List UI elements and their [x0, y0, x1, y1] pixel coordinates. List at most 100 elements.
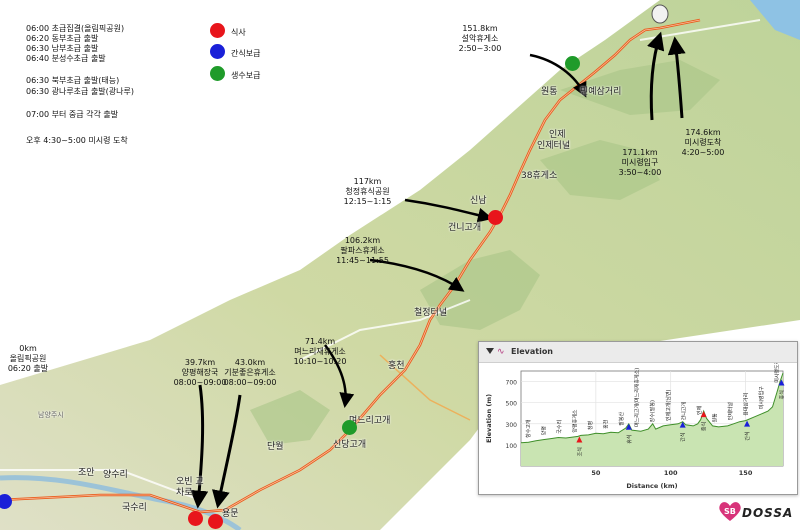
meal-stop-gibun[interactable]: [208, 514, 223, 529]
legend-snack-label: 간식보급: [231, 49, 261, 58]
dossa-logo: SB DOSSA: [718, 497, 798, 527]
stop-marker-label: 조식: [576, 447, 583, 456]
meal-stop-cheongjeong[interactable]: [488, 210, 503, 225]
town-label: 38휴게소: [521, 171, 558, 181]
y-tick-label: 500: [506, 401, 518, 408]
town-label: 신남: [470, 196, 487, 206]
destination-marker: [651, 4, 669, 24]
schedule-line: 06:30 광나루초급 출발(광나루): [26, 87, 134, 96]
ridge-patch: [250, 390, 330, 445]
water-stop-myeoneuri[interactable]: [342, 420, 357, 435]
arrow-yangpyeong: [190, 384, 209, 509]
ridge-patch: [420, 250, 540, 330]
route-outline: [0, 19, 701, 513]
arrow-misiryeong-entrance: [647, 31, 665, 121]
stop-marker-label: 휴식: [779, 390, 786, 399]
town-label: 며느리고개: [349, 416, 391, 426]
route-annotation: 미시령입구: [758, 386, 765, 409]
y-tick-label: 100: [506, 443, 518, 450]
elevation-area: [521, 373, 783, 466]
arrow-gibun: [211, 394, 242, 509]
sea: [750, 0, 800, 40]
stop-marker-label: 휴식: [626, 435, 633, 444]
route-annotation: 양평: [541, 426, 548, 435]
schedule-line: 06:20 동부초급 출발: [26, 34, 99, 43]
route-annotation: 미시령도착: [774, 363, 781, 383]
route-annotation: 건니고개: [680, 402, 687, 421]
town-label: 철정터널: [414, 308, 448, 318]
legend-meal-dot: [210, 23, 225, 38]
town-label: 신당고개: [333, 440, 367, 450]
stop-marker-label: 간식: [680, 432, 687, 441]
x-tick-label: 100: [664, 469, 678, 477]
town-label: 원통: [541, 87, 558, 97]
svg-text:SB: SB: [724, 507, 736, 516]
y-axis-label: Elevation (m): [485, 394, 493, 443]
elevation-title: Elevation: [511, 347, 554, 356]
arrow-palpaseu: [369, 258, 465, 292]
route-annotation: 원통: [711, 413, 718, 423]
stop-marker-label: 간식: [744, 431, 751, 440]
route-annotation: 팔봉산: [618, 411, 625, 425]
elevation-icon: ∿: [497, 347, 505, 357]
town-label: 남양주시: [38, 411, 64, 419]
route-annotation: 양평휴게소: [572, 409, 579, 432]
elevation-header: ∿ Elevation: [479, 342, 797, 363]
stop-marker: [679, 421, 686, 428]
route-annotation: 용대삼거리: [742, 393, 749, 416]
stop-marker: [700, 411, 707, 418]
schedule-line: 06:40 분성수초급 출발: [26, 54, 106, 63]
elevation-line: [520, 372, 784, 444]
y-tick-label: 700: [506, 380, 518, 387]
town-label: 홍천: [388, 361, 405, 371]
stop-marker: [778, 379, 785, 386]
schedule-line: 06:30 북부초급 출발(태능): [26, 76, 120, 85]
arrow-misiryeong-arrival: [667, 36, 686, 119]
stop-marker: [625, 423, 632, 430]
schedule-line: 06:30 남부초급 출발: [26, 44, 99, 53]
route-annotation: 청평: [587, 421, 594, 430]
route-annotation: 인제터널: [727, 402, 734, 421]
town-label: 오빈 교차로: [176, 477, 204, 498]
stop-marker: [576, 436, 583, 443]
minor-road: [0, 469, 201, 501]
minor-road: [299, 299, 471, 361]
arrow-cheongjeong: [404, 198, 493, 223]
town-label: 건니고개: [448, 223, 482, 233]
legend-snack-dot: [210, 44, 225, 59]
legend-water-dot: [210, 66, 225, 81]
route-annotation: 인제: [696, 405, 703, 415]
route-annotation: 국수리: [556, 420, 563, 434]
water-stop-seorak[interactable]: [565, 56, 580, 71]
town-label: 국수리: [122, 503, 147, 513]
minor-road: [379, 354, 471, 421]
schedule-line: 07:00 부터 중급 각각 출발: [26, 110, 119, 119]
town-label: 조안: [78, 468, 95, 478]
town-label: 민예삼거리: [580, 87, 622, 97]
schedule-line: 오후 4:30~5:00 미시령 도착: [26, 136, 128, 145]
x-tick-label: 150: [739, 469, 753, 477]
snack-stop-start[interactable]: [0, 494, 12, 509]
town-label: 인제터널: [537, 141, 571, 151]
collapse-triangle-icon[interactable]: [486, 348, 494, 354]
stop-marker: [744, 420, 751, 427]
town-label: 용문: [222, 509, 239, 519]
ridge-patch: [540, 140, 660, 200]
route-annotation: 홍천: [603, 419, 610, 429]
x-axis-label: Distance (km): [626, 482, 677, 490]
meal-stop-yangpyeong[interactable]: [188, 511, 203, 526]
arrow-seorak: [529, 53, 587, 98]
